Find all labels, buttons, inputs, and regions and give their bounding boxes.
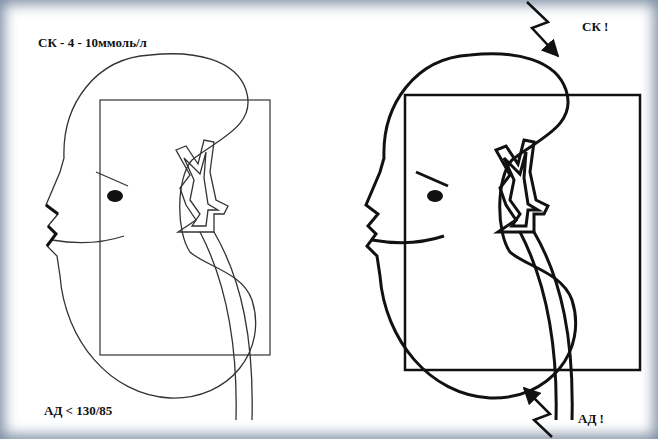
glucose-alert: СК ! (582, 20, 608, 34)
pressure-alert: АД ! (578, 412, 604, 426)
glucose-target: СК - 4 - 10ммоль/л (38, 36, 147, 50)
pressure-target: АД < 130/85 (44, 404, 112, 418)
